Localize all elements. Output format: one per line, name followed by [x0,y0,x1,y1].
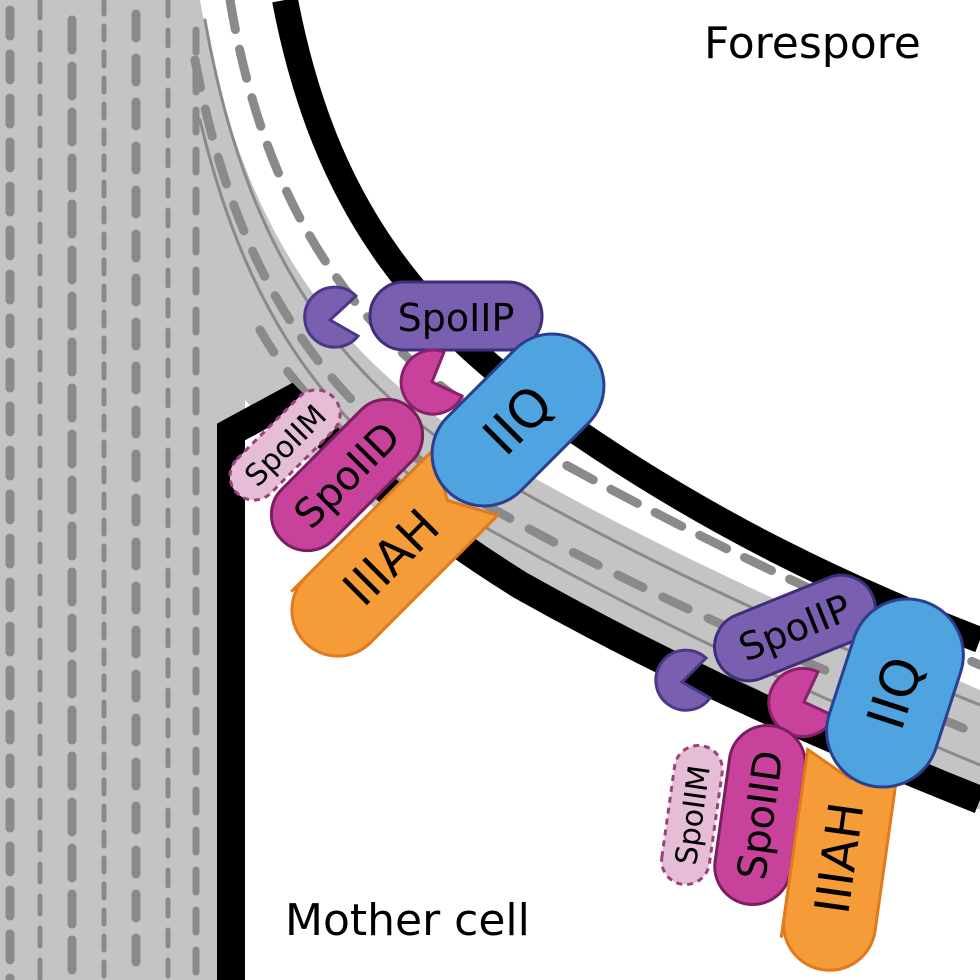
mother-cell-label: Mother cell [285,895,530,946]
spoiip-domain-2a [654,648,713,712]
spoiip-protein-1: SpoIIP [368,280,544,352]
spoiid-domain-2 [767,666,836,738]
spoiid-protein-2: SpoIID [713,724,807,906]
septum-strands [5,0,200,980]
spoiim-protein-2: SpoIIM [660,743,724,887]
spoiid-protein-1: SpoIID [269,397,425,553]
spoiip-domain-1a [303,285,361,349]
spoiid-domain-1 [399,348,465,416]
protein-complex-2: SpoIIP SpoIIM SpoIID IIIAH IIQ [654,573,965,972]
iiiah-protein-2: IIIAH [779,746,901,972]
spoiip-protein-2: SpoIIP [713,573,877,683]
spoiip-label-1: SpoIIP [398,296,515,340]
iiq-protein-2: IIQ [825,597,965,789]
forespore-label: Forespore [704,18,921,69]
protein-complex-1: SpoIIP SpoIIM SpoIID IIIAH IIQ [228,280,606,658]
iiq-protein-1: IIQ [430,332,606,508]
